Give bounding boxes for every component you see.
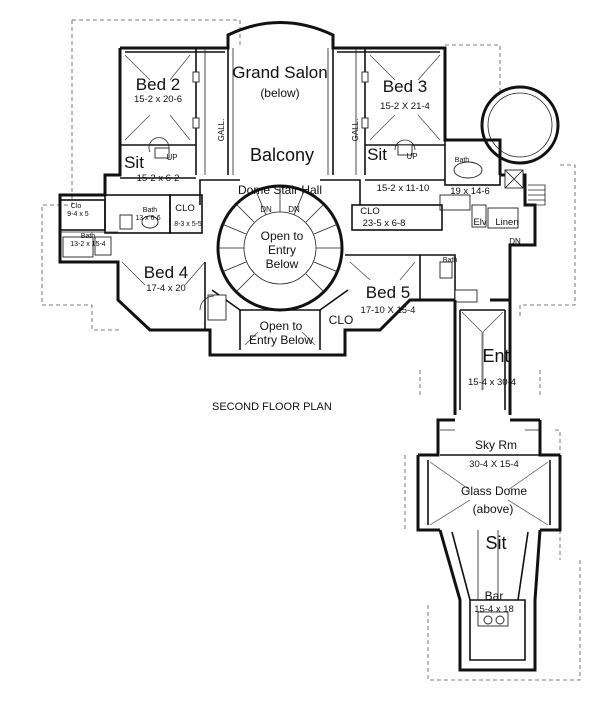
closet-center-label: CLO bbox=[360, 206, 380, 217]
sit-area-fixtures bbox=[148, 137, 416, 159]
open-entry-bottom-line1: Open to bbox=[260, 319, 303, 333]
closet-center-dimensions: 23-5 x 6-8 bbox=[363, 218, 406, 229]
bed4-dimensions: 17-4 x 20 bbox=[146, 283, 186, 294]
bed-roof-lines bbox=[120, 54, 445, 181]
room-labels: Grand Salon (below) Bed 2 15-2 x 20-6 Be… bbox=[67, 63, 527, 615]
gallery-right-label: GALL. bbox=[351, 119, 360, 142]
plan-title: SECOND FLOOR PLAN bbox=[212, 401, 332, 413]
sit-left-up-label: UP bbox=[166, 153, 177, 162]
bed5-label: Bed 5 bbox=[366, 283, 410, 302]
stair-down-far-label: DN bbox=[509, 237, 521, 246]
grand-salon-label: Grand Salon bbox=[232, 63, 327, 82]
bath-left-dimensions: 13 x 6-6 bbox=[135, 215, 160, 222]
bath-far-left-dimensions: 13-2 x 15-4 bbox=[70, 241, 106, 248]
bed2-dimensions: 15-2 x 20-6 bbox=[134, 94, 182, 105]
bath-bed5-label: Bath bbox=[443, 257, 458, 264]
closet-bed5-label: CLO bbox=[329, 313, 354, 327]
sky-room-dimensions: 30-4 X 15-4 bbox=[469, 459, 519, 470]
bed4-label: Bed 4 bbox=[144, 263, 188, 282]
bath-far-left-label: Bath bbox=[81, 233, 96, 240]
sit-right-label: Sit bbox=[367, 145, 387, 164]
open-entry-stair-line3: Below bbox=[266, 257, 299, 271]
bar-dimensions: 15-4 x 18 bbox=[474, 604, 514, 615]
grand-salon-note: (below) bbox=[260, 86, 299, 100]
center-lower-area bbox=[239, 204, 478, 350]
sky-room-label: Sky Rm bbox=[475, 438, 517, 452]
closet-left-label: CLO bbox=[175, 203, 195, 214]
glass-dome-line1: Glass Dome bbox=[461, 484, 527, 498]
closet-small-label: Clo bbox=[71, 203, 82, 210]
entry-wing-walls bbox=[453, 300, 512, 415]
elevator-label: Elv bbox=[473, 217, 486, 228]
open-entry-stair-line1: Open to bbox=[261, 229, 304, 243]
bar-wing-walls bbox=[438, 529, 542, 672]
bar-label: Bar bbox=[485, 589, 504, 603]
linen-label: Linen bbox=[495, 217, 518, 228]
closet-left-dimensions: 8-3 x 5-5 bbox=[174, 221, 202, 228]
bed5-dimensions: 17-10 X 15-4 bbox=[361, 305, 416, 316]
ent-label: Ent bbox=[482, 346, 509, 366]
bed4-area bbox=[121, 261, 227, 330]
ent-dimensions: 15-4 x 30-4 bbox=[468, 377, 516, 388]
sit-bottom-label: Sit bbox=[485, 533, 506, 553]
bath-left-label: Bath bbox=[143, 207, 158, 214]
stair-down-right-label: DN bbox=[288, 205, 300, 214]
sit-right-up-label: UP bbox=[406, 152, 417, 161]
closet-small-dimensions: 9-4 x 5 bbox=[67, 211, 89, 218]
bed3-label: Bed 3 bbox=[383, 77, 427, 96]
open-entry-stair-line2: Entry bbox=[268, 243, 296, 257]
sit-left-dimensions: 15-2 x 6-2 bbox=[137, 173, 180, 184]
main-walls bbox=[58, 21, 560, 357]
right-bath-fixtures bbox=[439, 139, 546, 229]
lower-floor-outline bbox=[41, 19, 581, 681]
sit-right-dimensions: 15-2 x 11-10 bbox=[377, 183, 430, 194]
bed3-dimensions: 15-2 X 21-4 bbox=[380, 101, 430, 112]
sit-left-label: Sit bbox=[124, 153, 144, 172]
sky-room-walls bbox=[416, 418, 562, 532]
grand-salon-area bbox=[192, 48, 369, 175]
bath-right-label: Bath bbox=[455, 157, 470, 164]
dome-stair-hall-label: Dome Stair Hall bbox=[238, 183, 322, 197]
left-wing-fixtures bbox=[59, 194, 203, 258]
balcony-label: Balcony bbox=[250, 145, 314, 165]
bed2-label: Bed 2 bbox=[136, 75, 180, 94]
gallery-left-label: GALL. bbox=[217, 119, 226, 142]
glass-dome-line2: (above) bbox=[473, 502, 514, 516]
bath-right-dimensions: 19 x 14-6 bbox=[450, 186, 490, 197]
open-entry-bottom-line2: Entry Below bbox=[249, 333, 313, 347]
stair-down-left-label: DN bbox=[260, 205, 272, 214]
